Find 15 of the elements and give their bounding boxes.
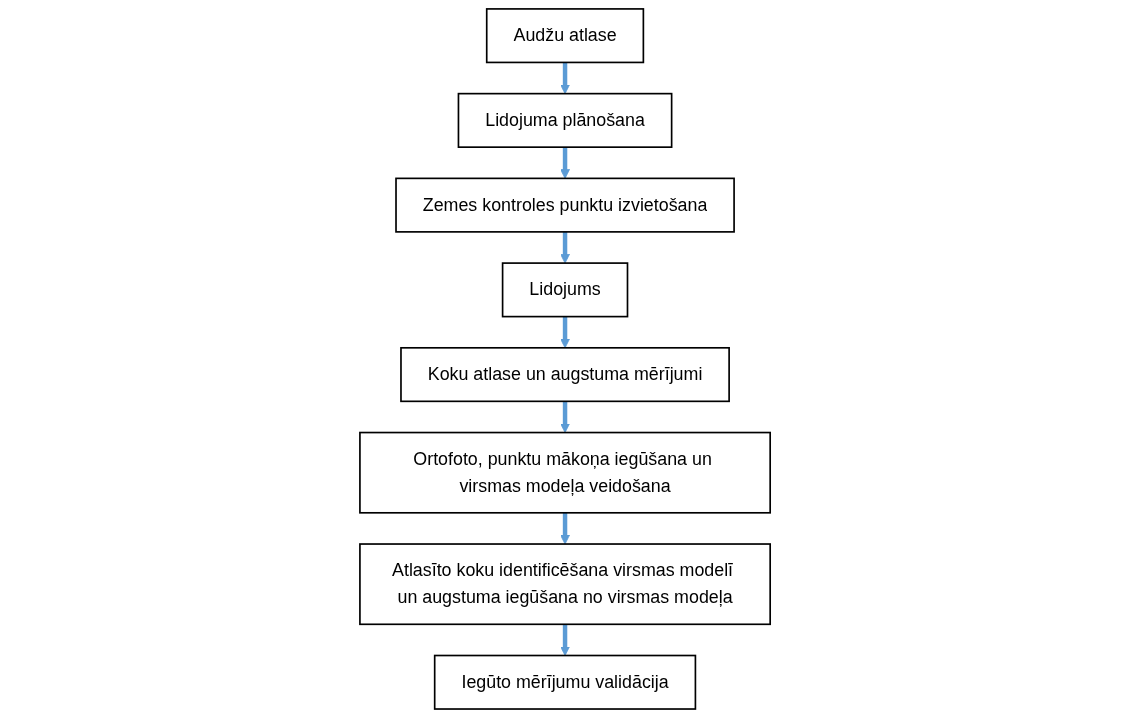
node-box: Iegūto mērījumu validācija	[433, 654, 697, 710]
node-box: Atlasīto koku identificēšana virsmas modelī un augstuma iegūšana no virsmas modeļa	[359, 543, 771, 626]
arrow	[560, 512, 570, 545]
arrow	[560, 401, 570, 433]
node-box: Lidojuma plānošana	[457, 92, 673, 149]
arrow	[560, 147, 570, 179]
node-box: Zemes kontroles punktu izvietošana	[395, 177, 735, 233]
node-box: Audžu atlase	[485, 8, 645, 64]
arrow	[560, 316, 570, 349]
node-box: Lidojums	[501, 262, 629, 318]
node-box: Ortofoto, punktu mākoņa iegūšana un virsmas modeļa veidošana	[359, 431, 771, 514]
arrow	[560, 62, 570, 95]
node-box: Koku atlase un augstuma mērījumi	[400, 347, 730, 403]
arrow	[560, 231, 570, 264]
arrow	[560, 624, 570, 656]
